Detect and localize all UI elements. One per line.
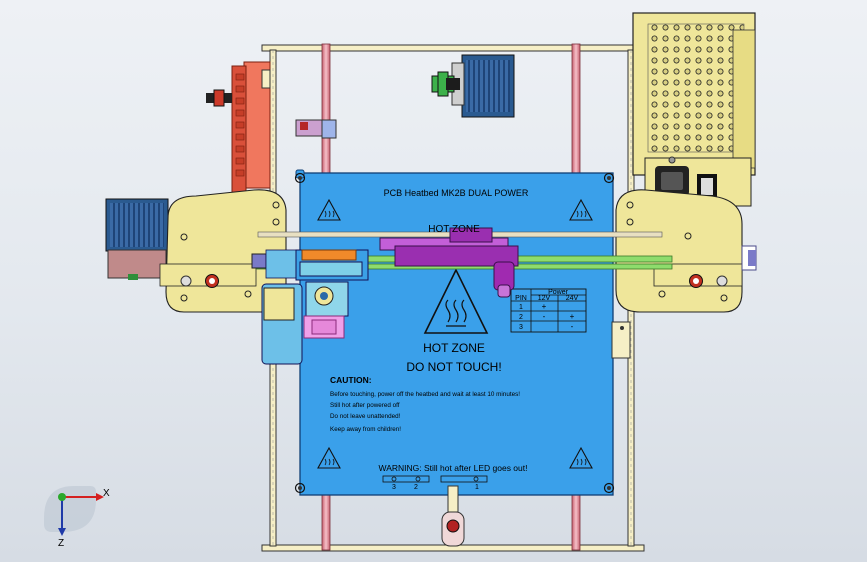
psu-side-plate [732,29,756,169]
pad-label: 1 [475,484,479,491]
power-table-cell: - [543,312,546,321]
z-axis-label: Z [58,538,64,549]
power-table-cell: 1 [519,304,523,311]
power-table-title: Power [548,289,569,296]
right-frame-clip [611,321,631,359]
coordinate-triad: X Z [44,486,110,549]
x-axis-label: X [103,488,110,499]
power-table-cell: + [542,302,547,311]
bed-connector-pads [382,475,488,483]
bed-screw-bl [294,482,306,494]
x-carriage: HOT ZONE [379,224,519,298]
extruder [251,249,369,365]
bed-screw-tl [294,172,306,184]
pad-label: 3 [392,484,396,491]
frame-top-bar [261,44,645,52]
power-supply [632,12,756,207]
power-table-cell: + [570,312,575,321]
caution-title: CAUTION: [330,375,372,385]
caution-line: Before touching, power off the heatbed a… [330,391,520,398]
power-table-cell: 2 [519,314,523,321]
x-end-right-bracket [615,189,757,313]
power-table-header: 24V [566,295,579,302]
caution-line: Keep away from children! [330,426,401,433]
bed-screw-tr [603,172,615,184]
controller-board [206,61,271,203]
do-not-touch-label: DO NOT TOUCH! [406,360,501,374]
hot-surface-icon [423,268,489,334]
y-idler [441,485,465,547]
z-motor-left [105,198,169,280]
hot-zone-top-label: HOT ZONE [428,224,480,235]
bed-screw-br [603,482,615,494]
y-motor [431,54,515,118]
pad-label: 2 [414,484,418,491]
power-table-cell: - [571,322,574,331]
bed-title: PCB Heatbed MK2B DUAL POWER [384,188,529,198]
power-table [510,288,587,333]
warning-label: WARNING: Still hot after LED goes out! [379,463,528,473]
power-table-header: 12V [538,295,551,302]
power-table-header: PIN [515,295,527,302]
x-end-left-bracket [159,189,287,313]
warning-triangle-icon [317,198,593,469]
caution-line: Do not leave unattended! [330,413,401,420]
heatbed: PCB Heatbed MK2B DUAL POWER HOT ZONE DO … [294,169,615,496]
power-table-cell: 3 [519,324,523,331]
caution-line: Still hot after powered off [330,402,400,409]
x-endstop [295,119,337,139]
hot-zone-label: HOT ZONE [423,341,485,355]
